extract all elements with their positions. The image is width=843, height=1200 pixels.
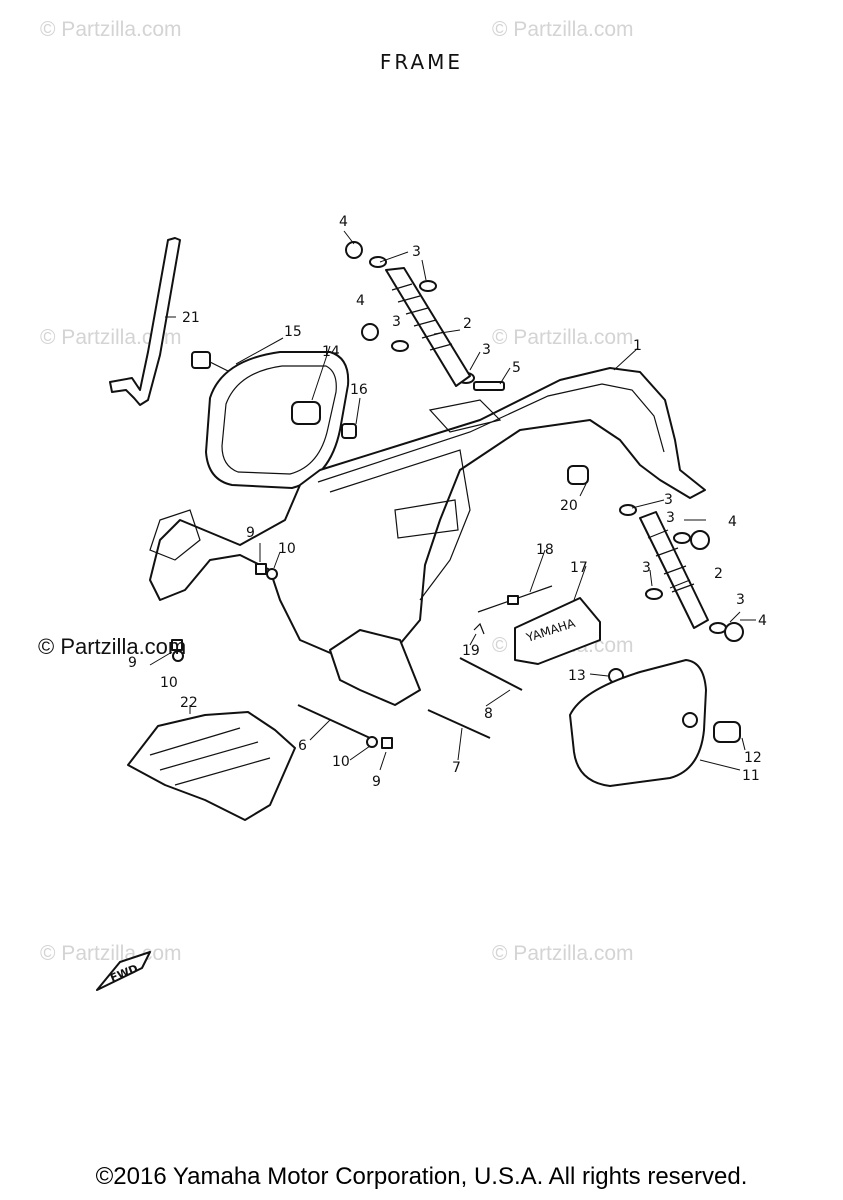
partzilla-brand: © Partzilla.com xyxy=(38,634,187,659)
watermark: © Partzilla.com xyxy=(492,326,634,349)
part-10-washer[interactable] xyxy=(172,568,378,748)
callout-5: 5 xyxy=(512,360,521,376)
part-22-engine-guard[interactable] xyxy=(127,711,296,821)
callout-21: 21 xyxy=(182,310,200,326)
engine-mount-bracket[interactable] xyxy=(329,629,421,706)
callout-4: 4 xyxy=(758,613,767,629)
callouts: 1 2 2 3 3 3 3 3 3 3 4 4 4 4 5 6 7 8 9 9 … xyxy=(128,214,767,790)
callout-2: 2 xyxy=(463,316,472,332)
callout-4: 4 xyxy=(339,214,348,230)
callout-4: 4 xyxy=(728,514,737,530)
callout-12: 12 xyxy=(744,750,762,766)
callout-19: 19 xyxy=(462,643,480,659)
callout-13: 13 xyxy=(568,668,586,684)
part-9-nut[interactable] xyxy=(171,563,393,749)
callout-10: 10 xyxy=(278,541,296,557)
callout-4: 4 xyxy=(356,293,365,309)
callout-3: 3 xyxy=(392,314,401,330)
callout-9: 9 xyxy=(246,525,255,541)
callout-3: 3 xyxy=(736,592,745,608)
part-14-side-cover[interactable] xyxy=(205,351,350,489)
callout-3: 3 xyxy=(642,560,651,576)
part-6-bolt[interactable] xyxy=(297,704,371,739)
fwd-label: FWD xyxy=(108,962,140,985)
watermark: © Partzilla.com xyxy=(40,326,182,349)
callout-20: 20 xyxy=(560,498,578,514)
callout-2: 2 xyxy=(714,566,723,582)
callout-9: 9 xyxy=(372,774,381,790)
watermark: © Partzilla.com xyxy=(492,942,634,965)
callout-11: 11 xyxy=(742,768,760,784)
callout-3: 3 xyxy=(664,492,673,508)
part-12-grommet[interactable] xyxy=(713,721,741,743)
callout-7: 7 xyxy=(452,760,461,776)
callout-17: 17 xyxy=(570,560,588,576)
callout-1: 1 xyxy=(633,338,642,354)
part-2-shock-upper[interactable] xyxy=(345,241,505,391)
part-21-bracket[interactable] xyxy=(109,237,181,406)
part-18-cable[interactable] xyxy=(477,585,553,613)
callout-9: 9 xyxy=(128,655,137,671)
callout-3: 3 xyxy=(482,342,491,358)
part-11-side-cover[interactable] xyxy=(569,659,707,787)
watermark: © Partzilla.com xyxy=(492,18,634,41)
part-20-bushing[interactable] xyxy=(567,465,589,485)
callout-8: 8 xyxy=(484,706,493,722)
callout-18: 18 xyxy=(536,542,554,558)
callout-15: 15 xyxy=(284,324,302,340)
callout-10: 10 xyxy=(160,675,178,691)
watermark: © Partzilla.com xyxy=(40,18,182,41)
part-8-bolt[interactable] xyxy=(459,657,523,691)
callout-16: 16 xyxy=(350,382,368,398)
part-17-tool-bag[interactable]: YAMAHA xyxy=(514,597,601,665)
callout-3: 3 xyxy=(412,244,421,260)
part-1-frame[interactable] xyxy=(149,367,706,656)
part-7-bolt[interactable] xyxy=(427,709,491,739)
fwd-arrow-icon: FWD xyxy=(96,951,151,991)
callout-14: 14 xyxy=(322,344,340,360)
callout-10: 10 xyxy=(332,754,350,770)
copyright-notice: ©2016 Yamaha Motor Corporation, U.S.A. A… xyxy=(95,1163,748,1190)
diagram-title: FRAME xyxy=(379,50,464,74)
callout-22: 22 xyxy=(180,695,198,711)
callout-6: 6 xyxy=(298,738,307,754)
part-16-nut[interactable] xyxy=(341,423,357,439)
part-19-clip[interactable] xyxy=(473,622,485,635)
part-2-shock-lower[interactable] xyxy=(619,504,744,642)
callout-3: 3 xyxy=(666,510,675,526)
leader-lines xyxy=(149,230,756,771)
part-15-bolt[interactable] xyxy=(191,351,239,377)
